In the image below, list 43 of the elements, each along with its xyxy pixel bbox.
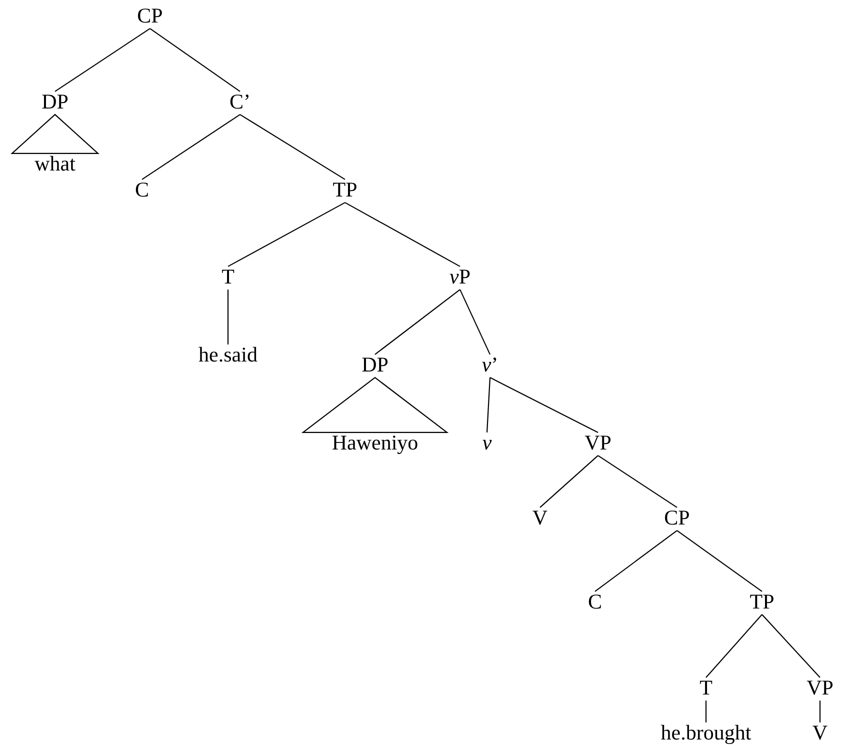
branch-line (706, 614, 762, 678)
branch-line (460, 289, 490, 355)
tree-label: T (700, 676, 712, 700)
branch-line (540, 455, 598, 508)
branch-line (54, 28, 150, 92)
branch-line (228, 202, 346, 267)
branch-line (150, 28, 240, 92)
branch-line (486, 378, 491, 432)
triangle-branch (10, 114, 100, 154)
tree-label: V (812, 721, 828, 745)
tree-label: Haweniyo (332, 431, 418, 455)
tree-label: T (222, 265, 234, 289)
branch-line (676, 530, 762, 592)
branch-line (490, 377, 598, 433)
branch-line (344, 202, 460, 267)
tree-label: TP (750, 590, 774, 614)
tree-label: he.brought (660, 721, 752, 745)
tree-label: TP (332, 178, 358, 202)
branch-line (240, 114, 346, 180)
tree-label: v’ (482, 353, 498, 377)
tree-label: DP (42, 90, 68, 114)
tree-label: V (532, 506, 548, 530)
tree-label: v (482, 431, 492, 455)
branch-line (819, 700, 821, 722)
tree-label: VP (584, 431, 612, 455)
branch-line (142, 114, 240, 180)
triangle-branch (301, 376, 449, 433)
tree-label: vP (450, 265, 470, 289)
branch-line (594, 530, 678, 592)
tree-label: what (34, 152, 76, 176)
tree-label: DP (362, 353, 388, 377)
branch-line (227, 290, 229, 344)
tree-label: C (588, 590, 602, 614)
branch-line (705, 700, 707, 722)
tree-label: he.said (198, 343, 258, 367)
branch-line (598, 455, 678, 508)
tree-label: CP (137, 4, 163, 28)
tree-label: CP (664, 506, 690, 530)
tree-label: VP (806, 676, 834, 700)
branch-line (762, 614, 820, 678)
tree-label: C’ (230, 90, 250, 114)
tree-label: C (135, 178, 149, 202)
branch-line (374, 289, 460, 355)
